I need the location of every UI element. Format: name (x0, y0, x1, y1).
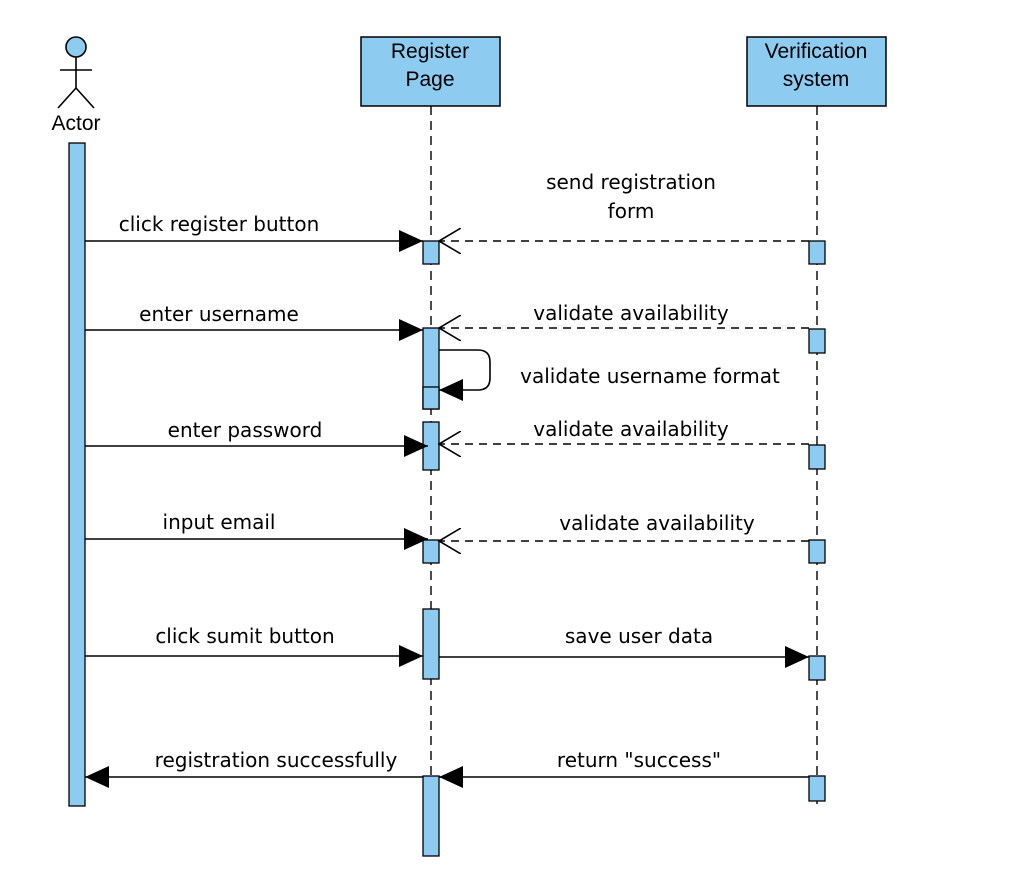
message-label: validate username format (520, 364, 780, 388)
register-page-activations (422, 240, 440, 857)
register-activation (422, 775, 440, 857)
message-label: input email (163, 510, 276, 534)
message-label: click register button (119, 212, 320, 236)
stick-figure-icon (57, 36, 95, 109)
verification-system-label-line1: Verification (765, 40, 868, 63)
message-label: registration successfully (155, 748, 398, 772)
verification-activation (808, 775, 826, 802)
message-label: form (608, 199, 655, 223)
message-label: save user data (565, 624, 713, 648)
message-label: click sumit button (155, 624, 334, 648)
register-page-participant: Register Page (360, 36, 501, 107)
register-page-label-line1: Register (391, 40, 469, 63)
verification-system-participant: Verification system (746, 36, 887, 107)
message-label: validate availability (559, 511, 755, 535)
verification-activation (808, 444, 826, 470)
register-activation (422, 240, 440, 265)
verification-activation (808, 539, 826, 564)
message-label: send registration (546, 170, 716, 194)
self-message-arrow (439, 349, 491, 401)
message-label: enter password (168, 418, 323, 442)
register-activation (422, 386, 440, 410)
actor-label: Actor (51, 112, 100, 135)
actor-activation (68, 142, 86, 807)
register-page-box (360, 36, 501, 107)
register-page-label-line2: Page (405, 68, 454, 91)
verification-activations (808, 240, 826, 802)
verification-system-label-line2: system (783, 68, 850, 91)
actor: Actor (51, 36, 101, 135)
message-label: validate availability (533, 301, 729, 325)
verification-activation (808, 240, 826, 265)
register-activation (422, 539, 440, 564)
verification-activation (808, 328, 826, 354)
message-label: return "success" (557, 748, 721, 772)
message-label: enter username (139, 302, 299, 326)
verification-activation (808, 655, 826, 681)
register-activation (422, 608, 440, 680)
message-label: validate availability (533, 417, 729, 441)
